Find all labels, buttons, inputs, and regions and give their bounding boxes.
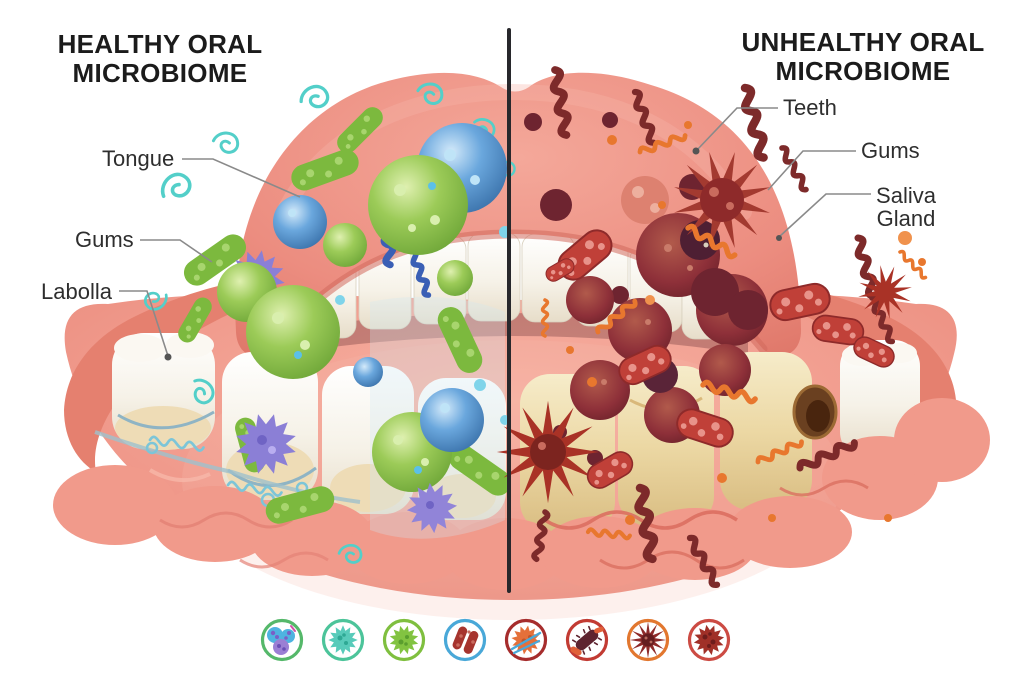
maroon-rod-bacteria-icon xyxy=(565,618,609,662)
cocci-cluster-icon xyxy=(260,618,304,662)
labolla-leader-line xyxy=(119,290,169,357)
label-saliva-line1: Saliva xyxy=(876,183,936,208)
teal-spiky-microbe-icon xyxy=(321,618,365,662)
microbe-legend-row xyxy=(260,618,731,662)
green-spiky-microbe-icon xyxy=(382,618,426,662)
unhealthy-title-line1: UNHEALTHY ORAL xyxy=(741,27,985,57)
healthy-title-line1: HEALTHY ORAL xyxy=(57,29,263,59)
teeth-leader-line xyxy=(696,107,778,151)
unhealthy-microbes-cluster xyxy=(496,69,929,586)
label-saliva-gland: Saliva Gland xyxy=(858,184,954,230)
gum-scallops xyxy=(53,398,990,590)
healthy-title: HEALTHY ORAL MICROBIOME xyxy=(40,29,280,89)
label-gums-right: Gums xyxy=(861,138,920,163)
divider-line xyxy=(507,28,511,593)
saliva-gland-leader-line xyxy=(778,193,871,238)
unhealthy-title: UNHEALTHY ORAL MICROBIOME xyxy=(740,27,986,87)
label-tongue: Tongue xyxy=(102,146,175,171)
unhealthy-title-line2: MICROBIOME xyxy=(775,56,951,87)
virus-blob-icon xyxy=(687,618,731,662)
gums-left-leader-line xyxy=(140,239,213,263)
orange-microbe-crossed-icon xyxy=(504,618,548,662)
gums-right-leader-line xyxy=(767,150,856,191)
leader-lines xyxy=(119,107,871,361)
label-gums-left: Gums xyxy=(75,227,134,252)
tongue-leader-line xyxy=(182,158,301,198)
radial-pathogen-icon xyxy=(626,618,670,662)
healthy-title-line2: MICROBIOME xyxy=(72,58,248,89)
label-teeth: Teeth xyxy=(783,95,837,120)
rod-bacteria-pair-icon xyxy=(443,618,487,662)
label-saliva-line2: Gland xyxy=(876,206,936,232)
label-labolla: Labolla xyxy=(41,279,112,304)
